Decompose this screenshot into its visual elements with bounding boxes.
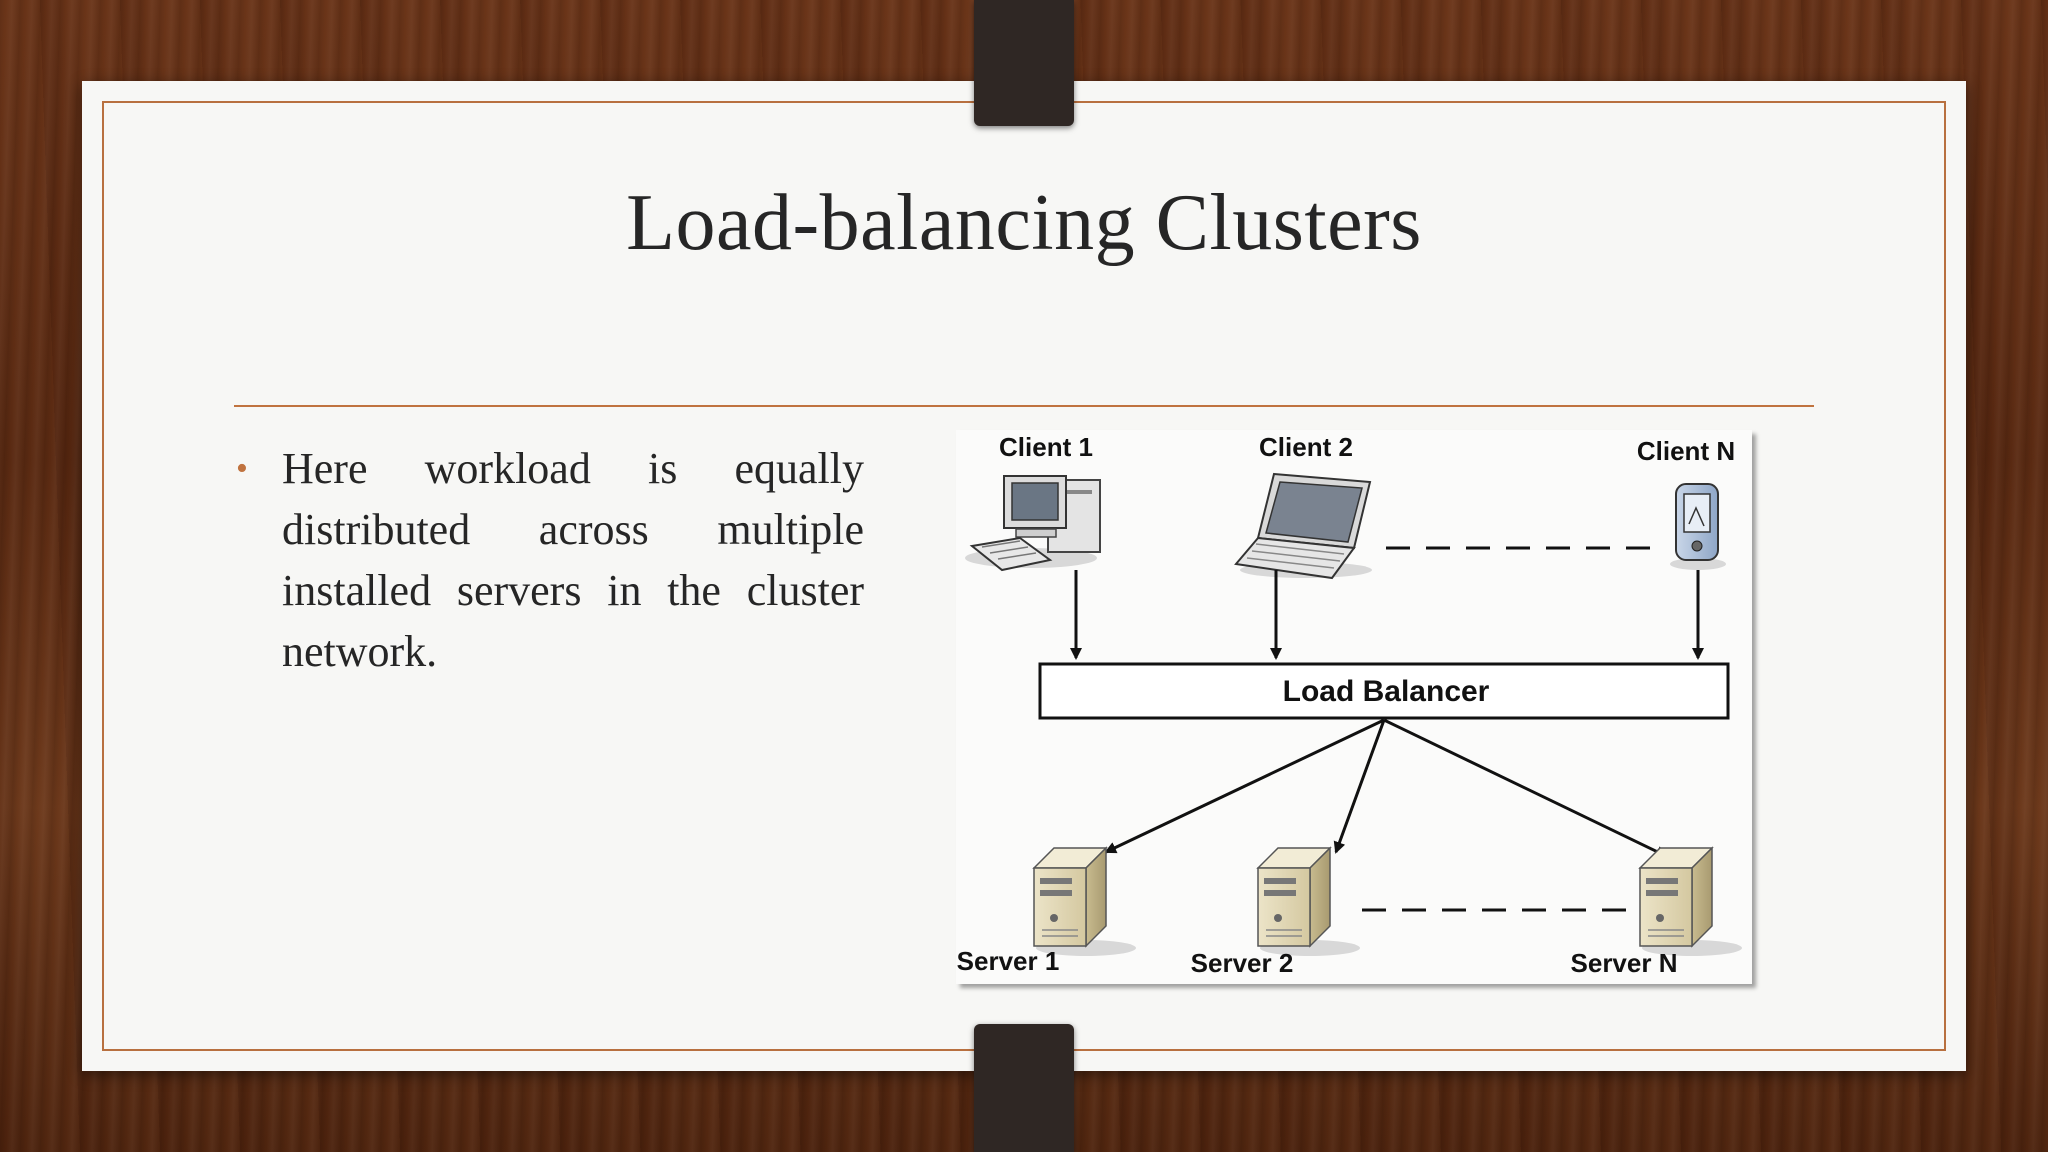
binder-clip-top [974, 0, 1074, 126]
slide-title: Load-balancing Clusters [626, 179, 1422, 267]
arrow-server-n [1383, 718, 1668, 858]
load-balancer-diagram: Client 1 Client 2 Client N [956, 430, 1752, 984]
server-n-icon [1638, 846, 1742, 956]
laptop-icon [1234, 472, 1372, 580]
title-divider [234, 405, 1814, 407]
server-2-label: Server 2 [1191, 948, 1294, 978]
bullet-list: • Here workload is equally distributed a… [234, 438, 864, 682]
server-2-icon [1256, 846, 1360, 956]
desktop-computer-icon [965, 475, 1101, 572]
binder-clip-bottom [974, 1024, 1074, 1152]
load-balancer-box [1038, 662, 1730, 720]
server-n-label: Server N [1571, 948, 1678, 978]
client-2-label: Client 2 [1259, 432, 1353, 462]
client-1-label: Client 1 [999, 432, 1093, 462]
server-1-label: Server 1 [957, 946, 1060, 976]
load-balancer-label: Load Balancer [1283, 675, 1490, 708]
arrow-server-1 [1104, 718, 1385, 854]
pda-device-icon [1670, 483, 1726, 570]
arrow-server-2 [1333, 719, 1386, 854]
server-1-icon [1032, 846, 1136, 956]
client-n-label: Client N [1637, 436, 1735, 466]
bullet-text: Here workload is equally distributed acr… [282, 444, 864, 676]
bullet-marker: • [236, 450, 248, 487]
